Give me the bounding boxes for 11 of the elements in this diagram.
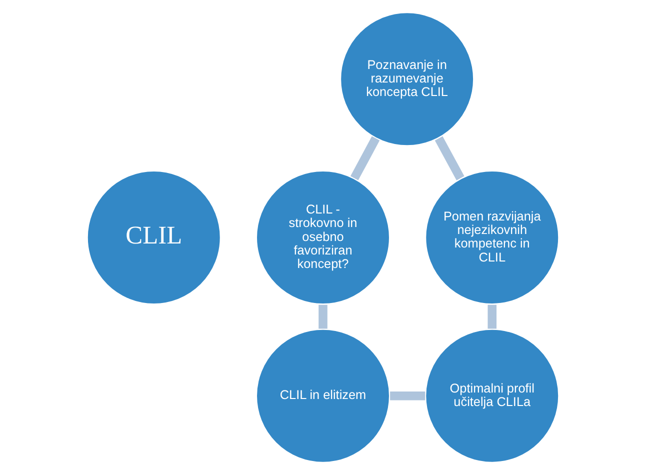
node-circle: Optimalni profil učitelja CLILa <box>424 328 560 464</box>
node-circle: CLIL - strokovno in osebno favoriziran koncept? <box>254 170 390 306</box>
connector <box>350 136 380 180</box>
connector <box>390 391 425 400</box>
connector <box>487 304 496 329</box>
node-circle: Poznavanje in razumevanje koncepta CLIL <box>338 11 475 148</box>
node-circle: CLIL in elitizem <box>254 328 390 464</box>
node-circle: CLIL <box>85 170 222 306</box>
connector <box>318 304 327 329</box>
node-circle: Pomen razvijanja nejezikovnih kompetenc in CLIL <box>424 170 560 306</box>
connector <box>434 136 464 180</box>
